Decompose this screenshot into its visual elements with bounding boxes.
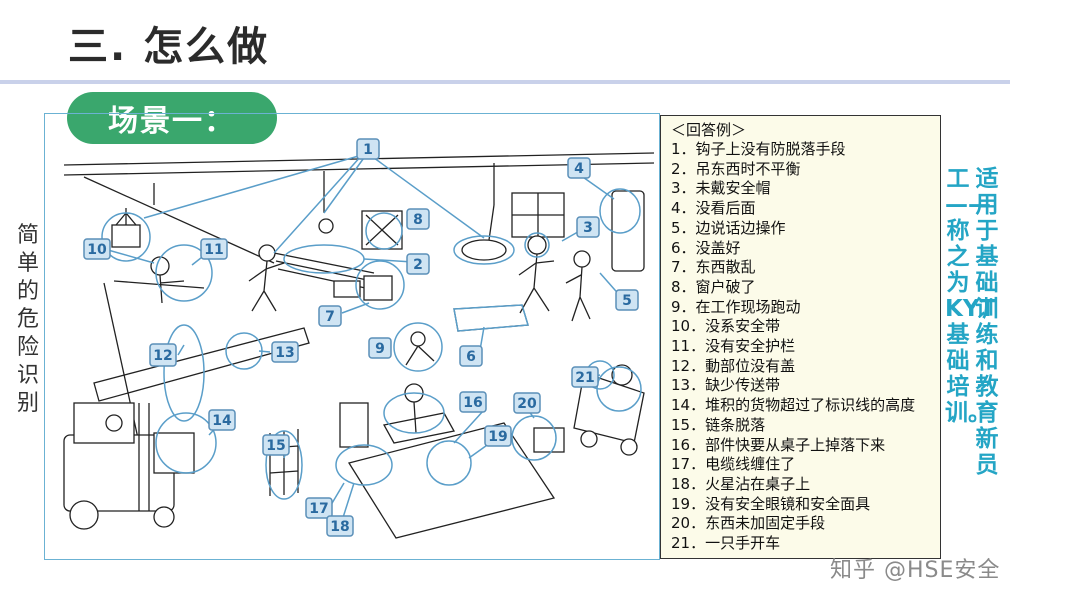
answer-item: 8．窗户破了 xyxy=(671,277,756,296)
marker-9: 9 xyxy=(368,337,392,359)
right-note-col1: 适用于基础训练和教育新员 xyxy=(975,166,999,478)
svg-text:21: 21 xyxy=(575,370,594,386)
answer-item: 3．未戴安全帽 xyxy=(671,179,771,198)
answer-item: 11．没有安全护栏 xyxy=(671,337,796,356)
svg-text:5: 5 xyxy=(622,293,632,309)
illustration-frame xyxy=(44,113,660,560)
answer-item: 12．動部位没有盖 xyxy=(671,356,796,375)
marker-1: 1 xyxy=(356,138,380,160)
marker-20: 20 xyxy=(513,392,541,414)
answer-item: 6．没盖好 xyxy=(671,238,741,257)
right-note-col2: 工——称之为KYT基础培训。 xyxy=(945,166,996,426)
answer-item: 9．在工作现场跑动 xyxy=(671,297,801,316)
marker-16: 16 xyxy=(459,391,487,413)
title-divider xyxy=(0,80,1010,84)
svg-text:4: 4 xyxy=(574,161,584,177)
svg-text:14: 14 xyxy=(212,413,232,429)
marker-18: 18 xyxy=(326,515,354,537)
svg-text:11: 11 xyxy=(204,242,223,258)
answer-item: 5．边说话边操作 xyxy=(671,218,786,237)
page-title: 三. 怎么做 xyxy=(68,24,270,70)
marker-15: 15 xyxy=(262,434,290,456)
answer-item: 1．钩子上没有防脱落手段 xyxy=(671,140,846,158)
marker-8: 8 xyxy=(406,208,430,230)
marker-5: 5 xyxy=(615,289,639,311)
side-label: 简单的危险识别 xyxy=(16,223,39,416)
svg-text:16: 16 xyxy=(463,395,482,411)
answer-box: ＜回答例＞ 1．钩子上没有防脱落手段 2．吊东西时不平衡 3．未戴安全帽 4．没… xyxy=(660,115,941,559)
svg-text:12: 12 xyxy=(153,348,172,364)
hazard-illustration: 1 2 3 4 5 6 7 8 9 10 11 12 13 14 15 16 1… xyxy=(63,138,655,539)
answer-item: 19．没有安全眼镜和安全面具 xyxy=(671,494,871,513)
answer-list: 1．钩子上没有防脱落手段 2．吊东西时不平衡 3．未戴安全帽 4．没看后面 5．… xyxy=(671,140,940,554)
answer-item: 16．部件快要从桌子上掉落下来 xyxy=(671,435,886,454)
svg-text:2: 2 xyxy=(413,257,423,273)
marker-19: 19 xyxy=(484,425,512,447)
svg-text:18: 18 xyxy=(330,519,349,535)
marker-21: 21 xyxy=(571,366,599,388)
watermark: 知乎 @HSE安全 xyxy=(830,558,1001,583)
marker-2: 2 xyxy=(406,253,430,275)
marker-6: 6 xyxy=(459,345,483,367)
svg-text:17: 17 xyxy=(309,501,328,517)
svg-text:10: 10 xyxy=(87,242,107,258)
svg-text:3: 3 xyxy=(583,220,593,236)
svg-text:15: 15 xyxy=(266,438,285,454)
answer-item: 18．火星沾在桌子上 xyxy=(671,474,811,493)
marker-4: 4 xyxy=(567,157,591,179)
marker-11: 11 xyxy=(200,238,228,260)
marker-13: 13 xyxy=(271,341,299,363)
answer-item: 13．缺少传送带 xyxy=(671,376,781,395)
svg-text:8: 8 xyxy=(413,212,423,228)
answer-item: 2．吊东西时不平衡 xyxy=(671,159,801,178)
marker-14: 14 xyxy=(208,409,236,431)
marker-10: 10 xyxy=(83,238,111,260)
marker-17: 17 xyxy=(305,497,333,519)
marker-3: 3 xyxy=(576,216,600,238)
answer-item: 15．链条脱落 xyxy=(671,415,766,434)
svg-text:20: 20 xyxy=(517,396,537,412)
answer-item: 4．没看后面 xyxy=(671,199,756,218)
marker-12: 12 xyxy=(149,343,177,367)
svg-text:9: 9 xyxy=(375,341,385,357)
answer-header: ＜回答例＞ xyxy=(671,121,747,139)
answer-item: 21．一只手开车 xyxy=(671,534,781,553)
answer-item: 17．电缆线缠住了 xyxy=(671,455,796,474)
answer-item: 20．东西未加固定手段 xyxy=(671,514,826,533)
answer-item: 10．没系安全带 xyxy=(671,317,781,336)
marker-7: 7 xyxy=(318,305,342,327)
answer-item: 7．东西散乱 xyxy=(671,258,756,277)
svg-text:13: 13 xyxy=(275,345,294,361)
answer-item: 14．堆积的货物超过了标识线的高度 xyxy=(671,396,916,415)
svg-text:6: 6 xyxy=(466,349,476,365)
svg-text:19: 19 xyxy=(488,429,507,445)
svg-text:7: 7 xyxy=(325,309,335,325)
scene-badge: 场景一： xyxy=(67,92,277,144)
svg-text:1: 1 xyxy=(363,142,373,158)
